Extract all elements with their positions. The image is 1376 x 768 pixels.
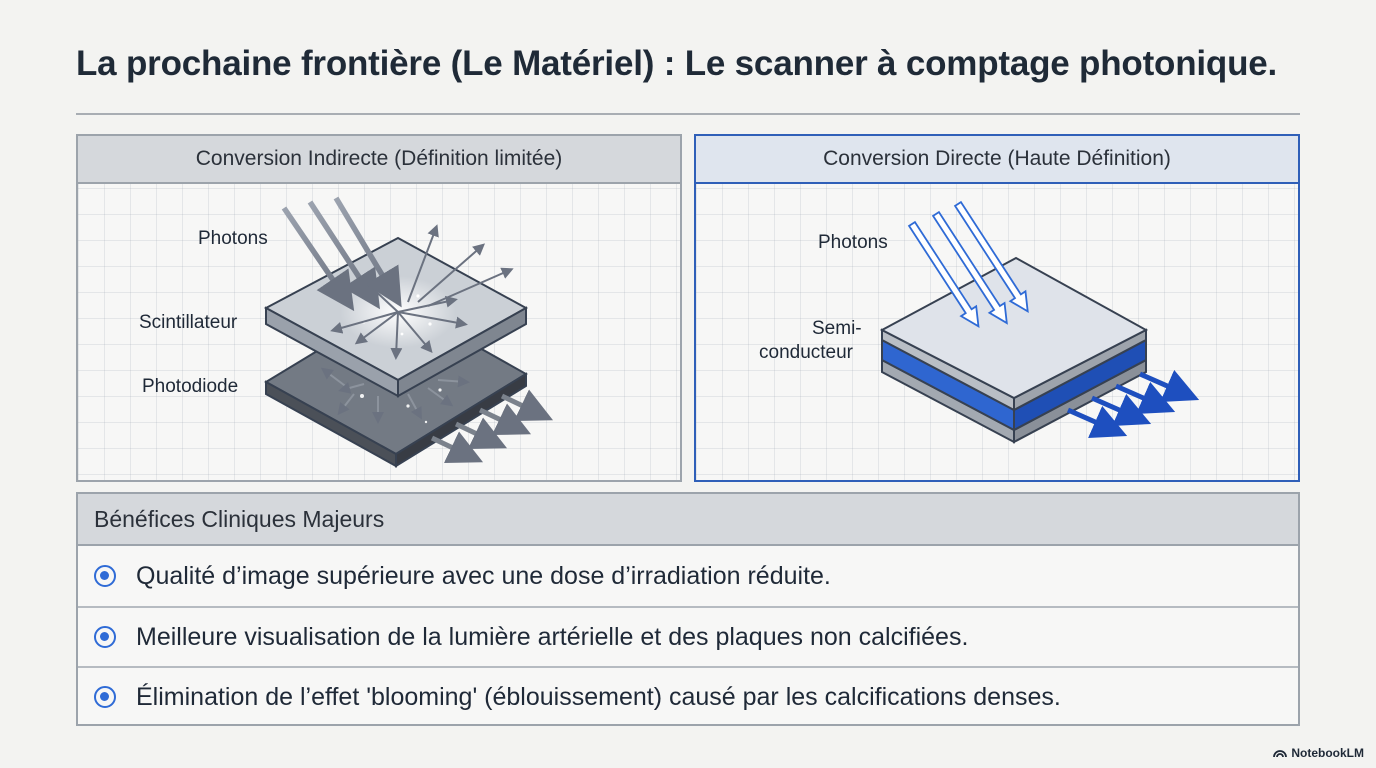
- escaping-light-arrows: [407, 224, 514, 307]
- direct-conversion-panel: Conversion Directe (Haute Définition): [694, 134, 1300, 482]
- semiconductor-output-arrows: [1066, 369, 1200, 438]
- semiconductor-label-line2: conducteur: [759, 342, 854, 363]
- benefit-item: Élimination de l’effet 'blooming' (éblou…: [78, 666, 1298, 726]
- direct-panel-header: Conversion Directe (Haute Définition): [696, 136, 1298, 184]
- page-title: La prochaine frontière (Le Matériel) : L…: [76, 44, 1278, 83]
- indirect-conversion-diagram: Photons Scintillateur Photodiode: [139, 196, 554, 468]
- semiconductor-layer: [879, 256, 1149, 444]
- benefit-text: Meilleure visualisation de la lumière ar…: [136, 622, 969, 651]
- brand-label: NotebookLM: [1291, 746, 1364, 760]
- benefit-text: Élimination de l’effet 'blooming' (éblou…: [136, 682, 1061, 711]
- notebooklm-logo-icon: [1273, 750, 1288, 758]
- clinical-benefits-box: Bénéfices Cliniques Majeurs Qualité d’im…: [76, 492, 1300, 726]
- incoming-photon-arrows: [907, 200, 1029, 329]
- notebooklm-brand: NotebookLM: [1273, 746, 1364, 760]
- indirect-conversion-panel: Conversion Indirecte (Définition limitée…: [76, 134, 682, 482]
- indirect-photons-label: Photons: [198, 228, 268, 249]
- incoming-photon-arrows: [281, 196, 402, 312]
- scintillator-label: Scintillateur: [139, 312, 238, 333]
- radio-bullet-icon: [94, 565, 116, 587]
- benefits-header: Bénéfices Cliniques Majeurs: [78, 494, 1298, 546]
- direct-photons-label: Photons: [818, 232, 888, 253]
- photodiode-light-arrows: [320, 367, 470, 424]
- photodiode-label: Photodiode: [142, 376, 238, 397]
- benefit-item: Qualité d’image supérieure avec une dose…: [78, 546, 1298, 606]
- title-divider: [76, 113, 1300, 115]
- semiconductor-label-line1: Semi-: [812, 318, 862, 339]
- indirect-panel-header: Conversion Indirecte (Définition limitée…: [78, 136, 680, 184]
- radio-bullet-icon: [94, 686, 116, 708]
- benefit-text: Qualité d’image supérieure avec une dose…: [136, 561, 831, 590]
- direct-conversion-diagram: Photons Semi- conducteur: [759, 200, 1200, 444]
- radio-bullet-icon: [94, 626, 116, 648]
- photodiode-output-arrows: [430, 389, 554, 464]
- benefit-item: Meilleure visualisation de la lumière ar…: [78, 606, 1298, 666]
